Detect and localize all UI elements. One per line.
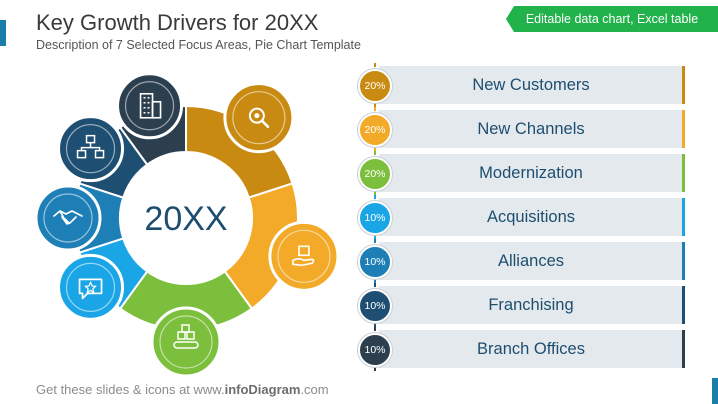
editable-ribbon[interactable]: Editable data chart, Excel table bbox=[506, 6, 718, 32]
legend-label: Branch Offices bbox=[477, 339, 585, 358]
legend-stem-bot bbox=[374, 279, 376, 283]
icon-ring bbox=[232, 91, 286, 145]
icon-ring bbox=[159, 315, 213, 369]
legend-stem-top bbox=[374, 151, 376, 155]
conveyor-boxes-icon bbox=[173, 324, 199, 349]
icon-bubble-new-customers bbox=[223, 82, 295, 154]
percent-badge: 10% bbox=[358, 289, 392, 323]
legend-row-new-channels: New Channels 20% bbox=[355, 107, 685, 151]
icon-ring bbox=[277, 229, 331, 283]
ribbon-label: Editable data chart, Excel table bbox=[525, 12, 699, 26]
legend-stem-top bbox=[374, 63, 376, 67]
footer-text: Get these slides & icons at www.infoDiag… bbox=[36, 382, 329, 397]
legend-stem-bot bbox=[374, 103, 376, 107]
pie-chart: 20XX bbox=[34, 72, 340, 378]
legend-label: Acquisitions bbox=[486, 207, 576, 226]
legend-stem-bot bbox=[374, 323, 376, 327]
percent-badge: 10% bbox=[358, 333, 392, 367]
legend-bar bbox=[379, 66, 683, 104]
donut-center-label: 20XX bbox=[144, 200, 227, 238]
legend-stem-top bbox=[374, 283, 376, 287]
percent-badge: 20% bbox=[358, 113, 392, 147]
legend-label: Franchising bbox=[488, 295, 574, 314]
legend-stem-top bbox=[374, 327, 376, 331]
legend-row-acquisitions: Acquisitions 10% bbox=[355, 195, 685, 239]
legend-bar bbox=[379, 242, 683, 280]
legend-stem-top bbox=[374, 107, 376, 111]
percent-badge: 10% bbox=[358, 201, 392, 235]
icon-bubble-alliances bbox=[34, 184, 102, 252]
legend-row-branch-offices: Branch Offices 10% bbox=[355, 327, 685, 371]
legend-bar bbox=[379, 110, 683, 148]
handshake-icon bbox=[53, 210, 83, 225]
legend-label: Alliances bbox=[497, 251, 565, 270]
footer-suffix: .com bbox=[300, 382, 329, 397]
legend-label: New Channels bbox=[477, 119, 585, 138]
percent-badge: 10% bbox=[358, 245, 392, 279]
magnifier-icon bbox=[248, 107, 270, 128]
legend-color-edge bbox=[682, 286, 685, 324]
legend-color-edge bbox=[682, 242, 685, 280]
icon-bubble-acquisitions bbox=[57, 253, 125, 321]
legend-row-franchising: Franchising 10% bbox=[355, 283, 685, 327]
legend-label: Modernization bbox=[479, 163, 583, 182]
legend-stem-bot bbox=[374, 367, 376, 371]
percent-badge: 20% bbox=[358, 69, 392, 103]
legend-color-edge bbox=[682, 66, 685, 104]
footer-prefix: Get these slides & icons at www. bbox=[36, 382, 225, 397]
icon-ring bbox=[65, 262, 116, 312]
legend-stem-top bbox=[374, 195, 376, 199]
legend-color-edge bbox=[682, 330, 685, 368]
legend-color-edge bbox=[682, 198, 685, 236]
legend-bar bbox=[379, 198, 683, 236]
legend-color-edge bbox=[682, 110, 685, 148]
legend-color-edge bbox=[682, 154, 685, 192]
footer-brand: infoDiagram bbox=[224, 382, 301, 397]
icon-bubble-franchising bbox=[57, 115, 125, 183]
legend-stem-top bbox=[374, 239, 376, 243]
donut-center bbox=[121, 153, 251, 283]
legend-stem-bot bbox=[374, 147, 376, 151]
icon-ring bbox=[43, 193, 93, 243]
legend-bar bbox=[379, 154, 683, 192]
icon-ring bbox=[65, 124, 116, 174]
legend-bar bbox=[379, 286, 683, 324]
box-hand-icon bbox=[292, 245, 315, 267]
legend-row-modernization: Modernization 20% bbox=[355, 151, 685, 195]
legend-bar bbox=[379, 330, 683, 368]
page-subtitle: Description of 7 Selected Focus Areas, P… bbox=[36, 38, 361, 52]
legend-row-new-customers: New Customers 20% bbox=[355, 63, 685, 107]
icon-ring bbox=[124, 81, 175, 131]
legend-label: New Customers bbox=[472, 75, 590, 94]
icon-bubble-new-channels bbox=[268, 220, 340, 292]
office-building-icon bbox=[139, 92, 162, 119]
left-accent-bar bbox=[0, 20, 6, 46]
network-shops-icon bbox=[76, 134, 105, 159]
speech-star-icon bbox=[78, 278, 103, 300]
legend-row-alliances: Alliances 10% bbox=[355, 239, 685, 283]
page-title: Key Growth Drivers for 20XX bbox=[36, 10, 319, 35]
icon-bubble-branch-offices bbox=[116, 72, 184, 140]
legend-stem-bot bbox=[374, 235, 376, 239]
legend-stem-bot bbox=[374, 191, 376, 195]
percent-badge: 20% bbox=[358, 157, 392, 191]
bottom-accent-bar bbox=[712, 378, 718, 404]
